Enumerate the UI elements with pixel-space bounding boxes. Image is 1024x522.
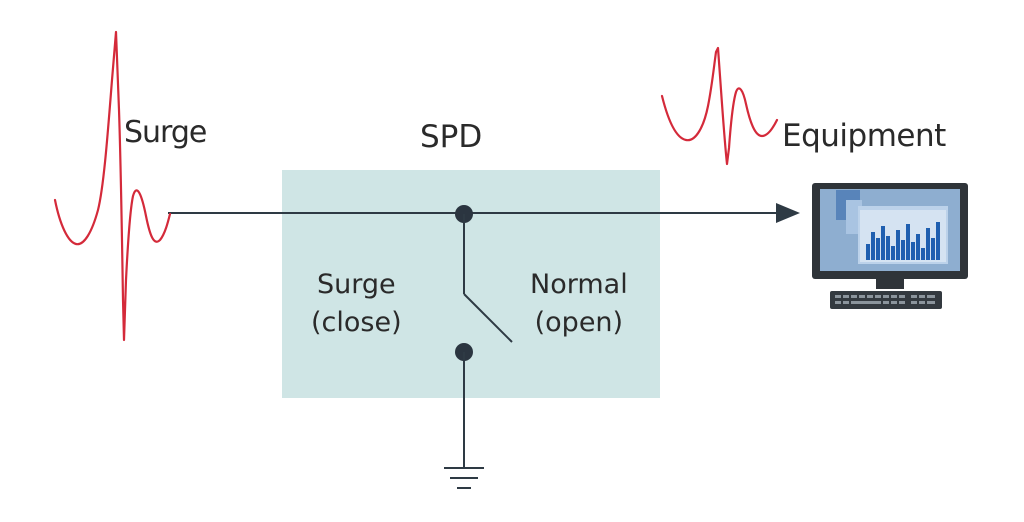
surge-state-detail: (close) bbox=[311, 307, 402, 338]
surge-state-label: Surge (close) bbox=[311, 266, 402, 342]
normal-state-title: Normal bbox=[530, 269, 628, 300]
surge-state-title: Surge bbox=[316, 269, 396, 300]
spd-label: SPD bbox=[420, 119, 483, 155]
computer-monitor-keyboard-icon bbox=[812, 183, 968, 309]
surge-waveform-icon bbox=[53, 30, 172, 342]
spd-box bbox=[282, 170, 660, 398]
equipment-label: Equipment bbox=[782, 118, 946, 154]
normal-state-detail: (open) bbox=[534, 307, 624, 338]
normal-state-label: Normal (open) bbox=[530, 266, 628, 342]
switch-open-icon bbox=[463, 214, 513, 343]
equipment-waveform-icon bbox=[660, 46, 779, 166]
surge-label: Surge bbox=[124, 115, 207, 150]
ground-symbol-icon bbox=[444, 467, 484, 489]
arrow-head-icon bbox=[776, 203, 800, 223]
